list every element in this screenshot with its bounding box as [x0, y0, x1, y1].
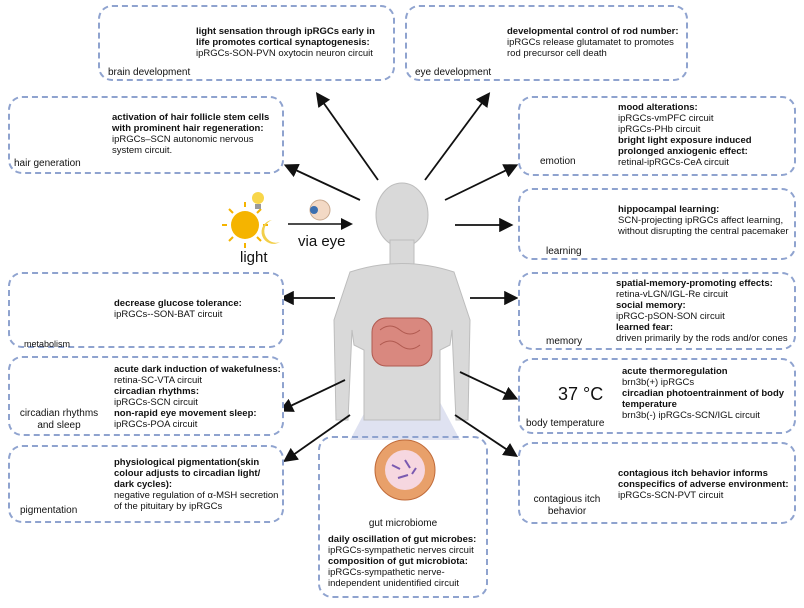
circadian-text: acute dark induction of wakefulness: ret… — [114, 364, 281, 430]
panel-brain-development: brain development light sensation throug… — [98, 5, 395, 81]
panel-eye-development: eye development developmental control of… — [405, 5, 688, 81]
microbiome-icon — [374, 439, 436, 501]
panel-hair-generation: hair generation activation of hair folli… — [8, 96, 284, 174]
itch-text: contagious itch behavior informs conspec… — [618, 468, 789, 501]
outgoing-arrows — [278, 92, 519, 463]
metabolism-label: metabolism — [24, 339, 71, 349]
panel-itch: contagious itch behavior contagious itch… — [518, 442, 796, 524]
metabolism-text: decrease glucose tolerance: ipRGCs--SON-… — [114, 298, 242, 320]
learning-label: learning — [546, 246, 582, 257]
learning-text: hippocampal learning: SCN-projecting ipR… — [618, 204, 789, 237]
eye-development-text: developmental control of rod number: ipR… — [507, 26, 679, 59]
eye-icon — [309, 199, 331, 221]
via-eye-label: via eye — [298, 233, 346, 250]
emotion-label: emotion — [540, 156, 576, 167]
body-temperature-text: acute thermoregulation brn3b(+) ipRGCs c… — [622, 366, 785, 421]
panel-memory: memory spatial-memory-promoting effects:… — [518, 272, 796, 350]
panel-pigmentation: pigmentation physiological pigmentation(… — [8, 445, 284, 523]
panel-body-temperature: body temperature 37 °C acute thermoregul… — [518, 358, 796, 434]
eye-development-label: eye development — [415, 67, 492, 78]
body-temperature-label: body temperature — [526, 418, 605, 429]
panel-emotion: emotion mood alterations: ipRGCs-vmPFC c… — [518, 96, 796, 176]
panel-circadian: circadian rhythms and sleep acute dark i… — [8, 356, 284, 436]
brain-development-label: brain development — [108, 67, 191, 78]
panel-learning: learning hippocampal learning: SCN-proje… — [518, 188, 796, 260]
itch-label: contagious itch behavior — [533, 494, 601, 517]
pigmentation-label: pigmentation — [20, 505, 78, 516]
sun-icon — [222, 202, 268, 248]
light-label: light — [240, 249, 268, 266]
hair-generation-label: hair generation — [14, 158, 81, 169]
hair-generation-text: activation of hair follicle stem cells w… — [112, 112, 270, 156]
memory-label: memory — [546, 336, 583, 347]
human-body-figure — [333, 182, 471, 421]
pigmentation-text: physiological pigmentation(skin colour a… — [114, 457, 279, 512]
moon-icon — [261, 220, 280, 244]
circadian-label: circadian rhythms and sleep — [19, 408, 99, 431]
memory-text: spatial-memory-promoting effects: retina… — [616, 278, 788, 344]
panel-gut-microbiome: gut microbiome daily oscillation of gut … — [318, 436, 488, 598]
panel-metabolism: metabolism decrease glucose tolerance: i… — [8, 272, 284, 349]
gut-illustration — [371, 317, 433, 367]
brain-development-text: light sensation through ipRGCs early in … — [196, 26, 375, 59]
gut-microbiome-label: gut microbiome — [368, 518, 438, 529]
temperature-value: 37 °C — [558, 384, 604, 404]
lightbulb-icon — [252, 192, 264, 209]
emotion-text: mood alterations: ipRGCs-vmPFC circuit i… — [618, 102, 752, 168]
gut-microbiome-text: daily oscillation of gut microbes: ipRGC… — [328, 534, 477, 589]
